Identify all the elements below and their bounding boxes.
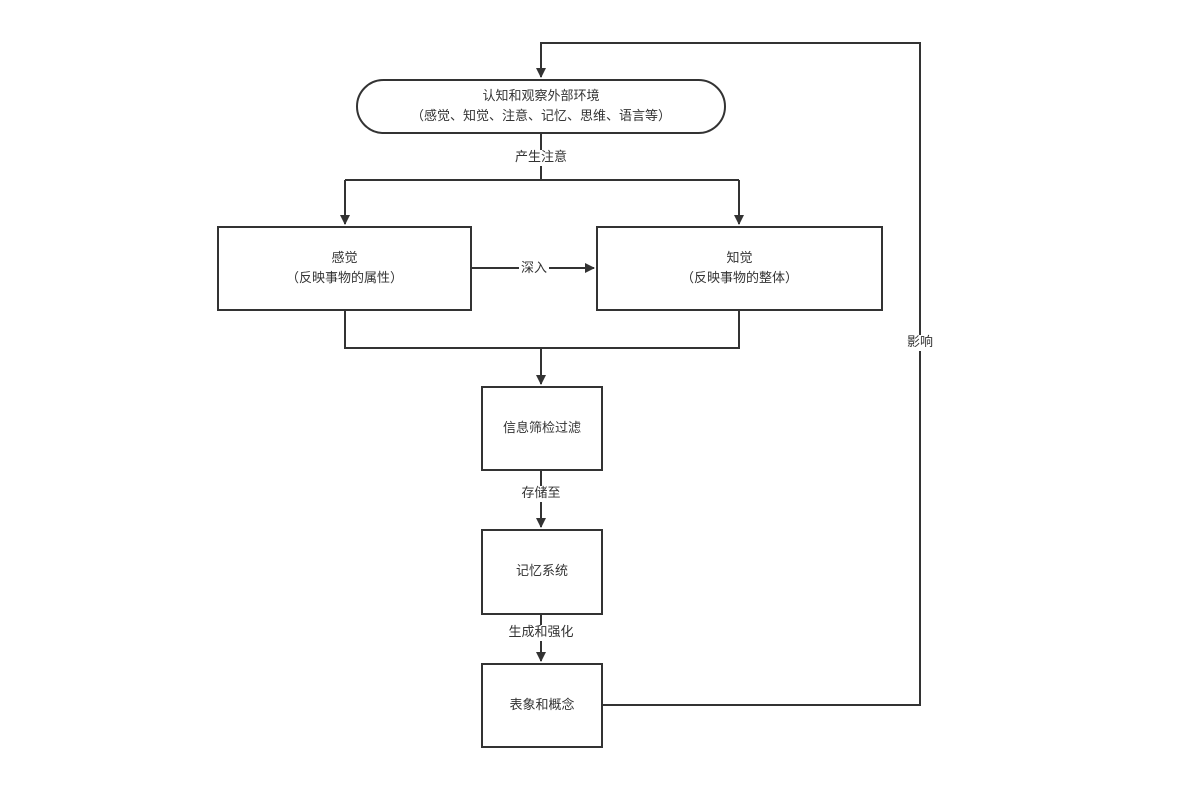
edge-to-sensation: [345, 179, 739, 224]
edge-label-influence: 影响: [904, 335, 936, 351]
edge-label-deepen: 深入: [518, 261, 550, 277]
edge-label-store: 存储至: [519, 486, 563, 502]
node-concept: 表象和概念: [481, 663, 603, 748]
edge-influence: [536, 42, 921, 706]
node-environment-subtitle: （感觉、知觉、注意、记忆、思维、语言等）: [410, 108, 671, 124]
edge-label-attention: 产生注意: [512, 150, 570, 166]
node-perception: 知觉 （反映事物的整体）: [596, 226, 883, 311]
node-environment: 认知和观察外部环境 （感觉、知觉、注意、记忆、思维、语言等）: [356, 79, 726, 134]
node-concept-title: 表象和概念: [509, 697, 575, 713]
node-environment-title: 认知和观察外部环境: [482, 88, 600, 104]
node-sensation-subtitle: （反映事物的属性）: [285, 270, 403, 286]
node-perception-subtitle: （反映事物的整体）: [680, 270, 798, 286]
edge-merge: [344, 311, 740, 349]
node-sensation: 感觉 （反映事物的属性）: [217, 226, 472, 311]
node-filter: 信息筛检过滤: [481, 386, 603, 471]
node-memory: 记忆系统: [481, 529, 603, 615]
node-memory-title: 记忆系统: [515, 564, 568, 579]
node-filter-title: 信息筛检过滤: [502, 420, 581, 436]
node-sensation-title: 感觉: [331, 250, 358, 266]
edge-label-generate: 生成和强化: [506, 625, 576, 641]
node-perception-title: 知觉: [726, 250, 753, 266]
